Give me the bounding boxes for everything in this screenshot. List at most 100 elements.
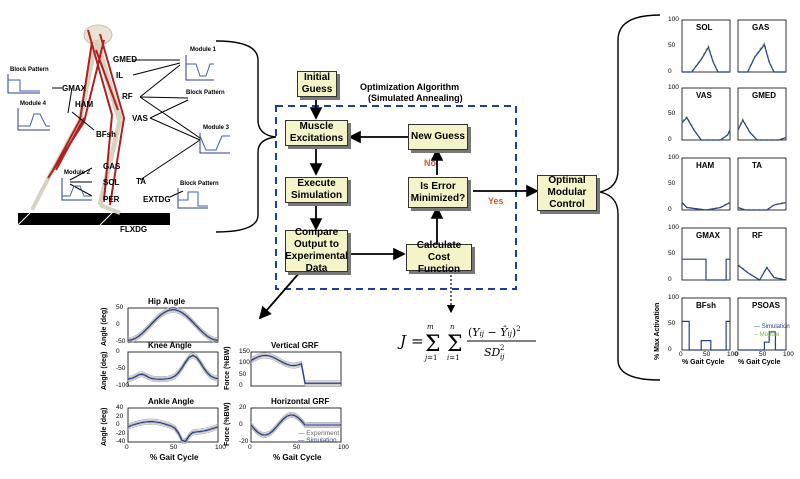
execute-simulation-box: Execute Simulation [285, 177, 348, 203]
module-curve [682, 44, 730, 73]
module-1-label: Module 1 [190, 47, 217, 53]
act-ylabel: % Max Activation [654, 302, 661, 360]
activation-plots [681, 19, 787, 351]
experiment-curve [127, 422, 219, 443]
muscle-extdg: EXTDG [143, 195, 171, 204]
act-panel-ham [681, 157, 731, 211]
kin-panel-4 [250, 407, 342, 443]
svg-text:i=1: i=1 [447, 354, 460, 362]
act-ytick: 100 [668, 224, 679, 231]
kin-ytick: -100 [116, 382, 130, 389]
kin-xtick: 50 [170, 444, 178, 451]
act-panel-frame [681, 19, 731, 73]
kin-ylabel-0: Angle (deg) [101, 307, 108, 347]
kin-title-2: Ankle Angle [148, 397, 194, 406]
act-panel-vas [681, 87, 731, 141]
muscle-per: PER [103, 195, 120, 204]
act-panel-sol [681, 19, 731, 73]
module-3-label: Module 3 [203, 125, 230, 131]
act-panel-gas [737, 19, 787, 73]
act-title-gas: GAS [752, 23, 770, 32]
kin-xtick: 50 [293, 444, 301, 451]
new-guess-box: New Guess [408, 124, 468, 150]
muscle-flxdg: FLXDG [120, 225, 148, 234]
experiment-curve [127, 308, 219, 340]
act-panel-bfsh [681, 297, 731, 351]
act-ytick: 50 [668, 180, 676, 187]
kin-panel-1 [127, 351, 219, 387]
kinematic-plots [127, 306, 342, 445]
simulation-curve [737, 202, 787, 211]
act-ytick: 50 [668, 320, 676, 327]
act-ytick: 100 [668, 84, 679, 91]
act-ytick: 50 [668, 42, 676, 49]
svg-text:SD: SD [484, 346, 501, 359]
svg-text:2: 2 [500, 344, 504, 352]
kin-ytick: -40 [116, 438, 126, 445]
act-panel-frame [737, 157, 787, 211]
act-title-gmed: GMED [752, 91, 776, 100]
block-pattern-label: Block Pattern [10, 67, 49, 73]
kin-title-3: Vertical GRF [271, 341, 319, 350]
muscle-rf: RF [122, 92, 133, 101]
simulation-curve [250, 414, 341, 436]
kin-ytick: 0 [239, 421, 243, 428]
kin-ytick: 100 [239, 359, 250, 367]
experiment-curve [127, 423, 219, 445]
simulation-curve [738, 43, 786, 73]
kin-xlabel: % Gait Cycle [150, 453, 199, 462]
simulation-curve [682, 320, 730, 351]
optimization-title: Optimization Algorithm [360, 82, 460, 92]
experiment-curve [250, 415, 341, 437]
act-panel-frame [681, 297, 731, 351]
svg-text:m: m [427, 323, 434, 331]
module-4-label: Module 4 [20, 101, 47, 107]
experiment-curve [250, 417, 341, 439]
kin-ytick: 20 [239, 404, 247, 411]
kin-ylabel-3: Force (%BW) [224, 346, 231, 390]
muscle-gas: GAS [103, 162, 121, 171]
act-legend-simulation: — Simulation [754, 324, 790, 330]
act-title-ta: TA [752, 161, 763, 170]
muscle-lines [47, 29, 126, 206]
act-panel-frame [681, 157, 731, 211]
act-ytick: 0 [668, 276, 672, 283]
kin-ytick: -50 [116, 365, 126, 372]
experiment-curve [127, 352, 219, 377]
kin-title-1: Knee Angle [148, 341, 192, 350]
kin-ytick: 50 [239, 370, 247, 378]
act-ytick: 100 [668, 294, 679, 301]
kin-ytick: 0 [116, 348, 120, 355]
act-xtick: 50 [759, 351, 767, 358]
act-title-ham: HAM [696, 161, 715, 170]
experiment-curve [127, 419, 219, 441]
kin-ytick: 40 [116, 404, 124, 411]
act-panel-gmed [737, 87, 787, 141]
act-xtick: 0 [679, 351, 683, 358]
act-title-rf: RF [752, 231, 763, 240]
muscle-bfsh: BFsh [96, 130, 116, 139]
muscle-sol: SOL [103, 178, 120, 187]
kin-ytick: -20 [239, 438, 249, 445]
module-curve [738, 41, 786, 73]
right-brace [599, 14, 661, 381]
simulation-curve [681, 202, 731, 211]
kin-ylabel-2: Angle (deg) [101, 407, 108, 447]
block-pattern-label-2: Block Pattern [180, 181, 219, 187]
act-xtick: 100 [727, 351, 738, 358]
compare-output-box: Compare Output to Experimental Data [285, 227, 348, 274]
act-title-vas: VAS [696, 91, 712, 100]
kin-panel-2 [127, 407, 219, 445]
act-ytick: 100 [668, 154, 679, 161]
kin-legend-simulation: — Simulation [298, 437, 337, 444]
kin-xtick: 100 [215, 444, 226, 451]
act-ytick: 50 [668, 250, 676, 257]
kin-ytick: 0 [239, 382, 243, 389]
svg-text:(Yij − Ŷij)2: (Yij − Ŷij)2 [468, 325, 521, 339]
act-panel-frame [737, 87, 787, 141]
kin-xtick: 100 [338, 444, 349, 451]
act-legend-module: -- Module [754, 332, 780, 338]
act-ytick: 0 [668, 346, 672, 353]
svg-text:Σ: Σ [425, 332, 441, 357]
